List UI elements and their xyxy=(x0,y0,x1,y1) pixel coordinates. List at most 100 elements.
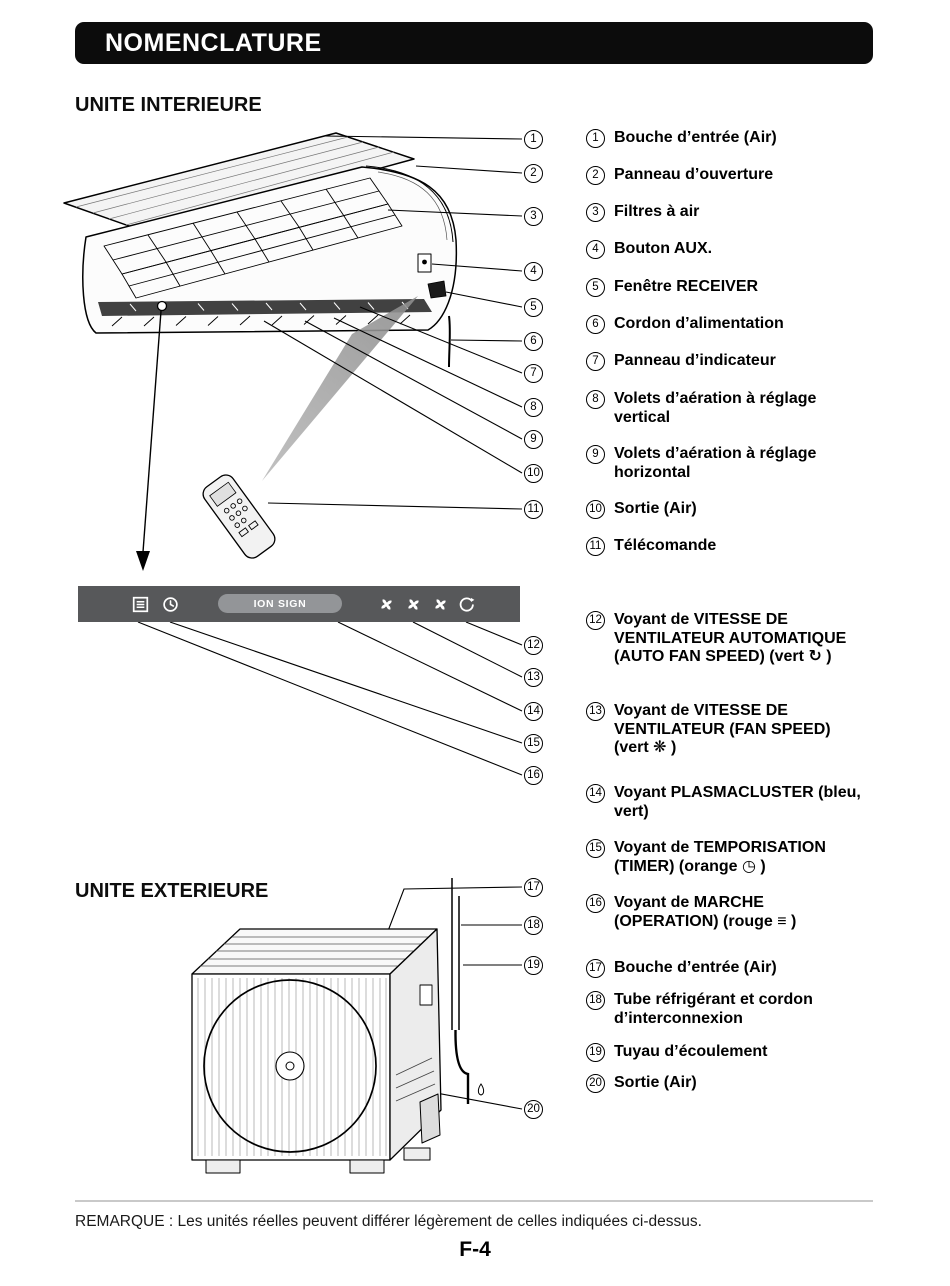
legend-number: 16 xyxy=(586,894,605,913)
legend-number: 12 xyxy=(586,611,605,630)
diagram-callout: 16 xyxy=(524,766,543,785)
legend-item: 18 Tube réfrigérant et cordon d’interconn… xyxy=(586,991,878,1028)
legend-number: 14 xyxy=(586,784,605,803)
page-title: NOMENCLATURE xyxy=(105,28,322,57)
legend-label: Volets d’aération à réglage horizontal xyxy=(614,445,817,481)
legend-item: 12 Voyant de VITESSE DE VENTILATEUR AUTOM… xyxy=(586,611,878,667)
fan-icon xyxy=(435,599,446,610)
diagram-callout: 13 xyxy=(524,668,543,687)
legend-number: 10 xyxy=(586,500,605,519)
fan-icon xyxy=(408,599,419,610)
legend-label: Bouche d’entrée (Air) xyxy=(614,959,777,976)
legend-number: 15 xyxy=(586,839,605,858)
legend-item: 10 Sortie (Air) xyxy=(586,500,878,519)
legend-item: 5 Fenêtre RECEIVER xyxy=(586,278,878,297)
footer-note: REMARQUE : Les unités réelles peuvent di… xyxy=(75,1213,702,1230)
legend-number: 13 xyxy=(586,702,605,721)
legend-item: 6 Cordon d’alimentation xyxy=(586,315,878,334)
legend-number: 11 xyxy=(586,537,605,556)
diagram-callout: 8 xyxy=(524,398,543,417)
legend-number: 6 xyxy=(586,315,605,334)
diagram-callout: 11 xyxy=(524,500,543,519)
legend-number: 9 xyxy=(586,445,605,464)
legend-label: Sortie (Air) xyxy=(614,500,697,517)
fan-icon xyxy=(381,599,392,610)
legend-item: 1 Bouche d’entrée (Air) xyxy=(586,129,878,148)
title-bar: NOMENCLATURE xyxy=(75,22,873,64)
outdoor-unit-drawing xyxy=(191,928,442,1174)
legend-label: Voyant PLASMACLUSTER (bleu, vert) xyxy=(614,784,861,820)
legend-label: Sortie (Air) xyxy=(614,1074,697,1091)
diagram-callout: 2 xyxy=(524,164,543,183)
diagram-callout: 3 xyxy=(524,207,543,226)
legend-number: 19 xyxy=(586,1043,605,1062)
legend-label: Cordon d’alimentation xyxy=(614,315,784,332)
legend-item: 14 Voyant PLASMACLUSTER (bleu, vert) xyxy=(586,784,878,821)
diagram-callout: 5 xyxy=(524,298,543,317)
diagram-callout: 7 xyxy=(524,364,543,383)
timer-clock-icon xyxy=(163,597,178,612)
diagram-callout: 10 xyxy=(524,464,543,483)
section-title-indoor: UNITE INTERIEURE xyxy=(75,94,262,116)
remote-control-drawing xyxy=(202,296,418,559)
zoom-arrow xyxy=(136,300,168,571)
legend-label: Voyant de MARCHE (OPERATION) (rouge ≡ ) xyxy=(614,894,797,930)
legend-label: Voyant de TEMPORISATION (TIMER) (orange … xyxy=(614,839,826,875)
indoor-unit-drawing xyxy=(63,132,458,571)
diagram-callout: 12 xyxy=(524,636,543,655)
diagram-callout: 14 xyxy=(524,702,543,721)
drain-drop-icon xyxy=(477,1083,485,1096)
legend-label: Fenêtre RECEIVER xyxy=(614,278,759,295)
legend-label: Panneau d’ouverture xyxy=(614,166,774,183)
legend-item: 11 Télécomande xyxy=(586,537,878,556)
indicator-panel-strip: ION SIGN xyxy=(78,586,520,622)
legend-label: Voyant de VITESSE DE VENTILATEUR AUTOMAT… xyxy=(614,611,847,665)
legend-item: 4 Bouton AUX. xyxy=(586,240,878,259)
ion-sign-label: ION SIGN xyxy=(218,594,342,613)
legend-label: Bouton AUX. xyxy=(614,240,713,257)
legend-item: 13 Voyant de VITESSE DE VENTILATEUR (FAN … xyxy=(586,702,878,758)
operation-lamp-icon xyxy=(132,596,149,613)
diagram-callout: 17 xyxy=(524,878,543,897)
legend-number: 8 xyxy=(586,390,605,409)
footer-divider xyxy=(75,1200,873,1202)
diagram-callout: 6 xyxy=(524,332,543,351)
legend-label: Tuyau d’écoulement xyxy=(614,1043,768,1060)
legend-number: 5 xyxy=(586,278,605,297)
diagram-callout: 4 xyxy=(524,262,543,281)
auto-fan-icon xyxy=(459,597,475,612)
signal-beam xyxy=(262,296,418,481)
page-number: F-4 xyxy=(459,1238,491,1261)
legend-number: 18 xyxy=(586,991,605,1010)
legend-label: Voyant de VITESSE DE VENTILATEUR (FAN SP… xyxy=(614,702,831,756)
legend-item: 15 Voyant de TEMPORISATION (TIMER) (orang… xyxy=(586,839,878,876)
leader-lines xyxy=(137,135,523,1110)
legend-item: 19 Tuyau d’écoulement xyxy=(586,1043,878,1062)
legend-number: 3 xyxy=(586,203,605,222)
legend-label: Bouche d’entrée (Air) xyxy=(614,129,777,146)
refrigerant-pipes xyxy=(451,878,470,1104)
legend-number: 2 xyxy=(586,166,605,185)
diagram-callout: 18 xyxy=(524,916,543,935)
diagram-callout: 9 xyxy=(524,430,543,449)
legend-label: Filtres à air xyxy=(614,203,700,220)
legend-number: 1 xyxy=(586,129,605,148)
diagram-callout: 19 xyxy=(524,956,543,975)
legend-label: Panneau d’indicateur xyxy=(614,352,776,369)
legend-item: 3 Filtres à air xyxy=(586,203,878,222)
diagram-callout: 20 xyxy=(524,1100,543,1119)
legend-label: Volets d’aération à réglage vertical xyxy=(614,390,817,426)
section-title-outdoor: UNITE EXTERIEURE xyxy=(75,880,269,902)
legend-label: Télécomande xyxy=(614,537,717,554)
legend-number: 4 xyxy=(586,240,605,259)
legend-item: 9 Volets d’aération à réglage horizontal xyxy=(586,445,878,482)
legend-item: 2 Panneau d’ouverture xyxy=(586,166,878,185)
legend-number: 20 xyxy=(586,1074,605,1093)
diagram-callout: 1 xyxy=(524,130,543,149)
legend-item: 20 Sortie (Air) xyxy=(586,1074,878,1093)
legend-label: Tube réfrigérant et cordon d’interconnex… xyxy=(614,991,813,1027)
